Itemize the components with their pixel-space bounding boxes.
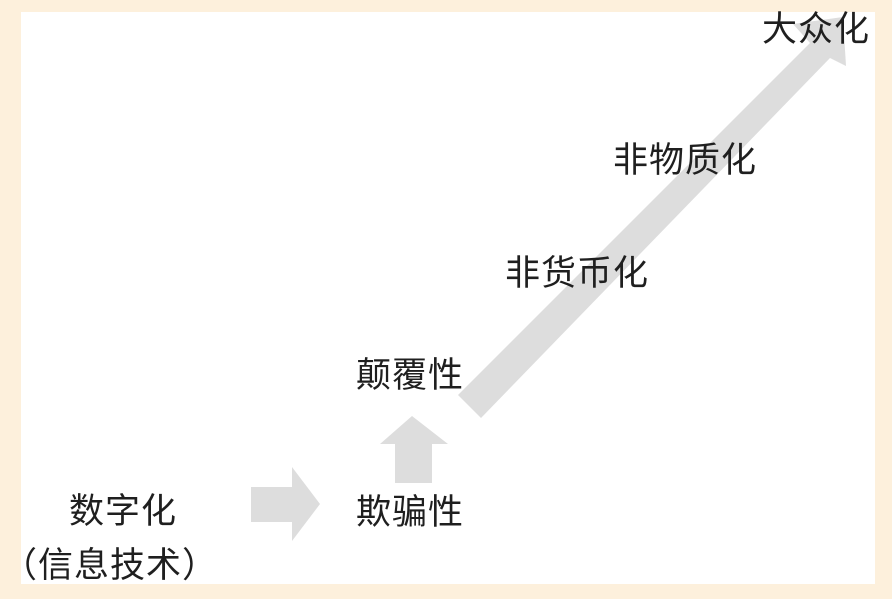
label-disruptive: 颠覆性 [356,356,465,396]
right-arrow-icon [251,467,320,541]
label-democratization: 大众化 [762,10,871,50]
label-deceptive: 欺骗性 [356,493,465,533]
up-arrow-icon [380,416,448,483]
label-digitization: 数字化 [69,492,178,532]
label-demonetization: 非货币化 [505,254,650,294]
label-information-technology: （信息技术） [2,546,219,586]
diagram-canvas [21,12,875,584]
diagonal-arrow-icon [458,17,846,418]
label-dematerialization: 非物质化 [613,141,758,181]
